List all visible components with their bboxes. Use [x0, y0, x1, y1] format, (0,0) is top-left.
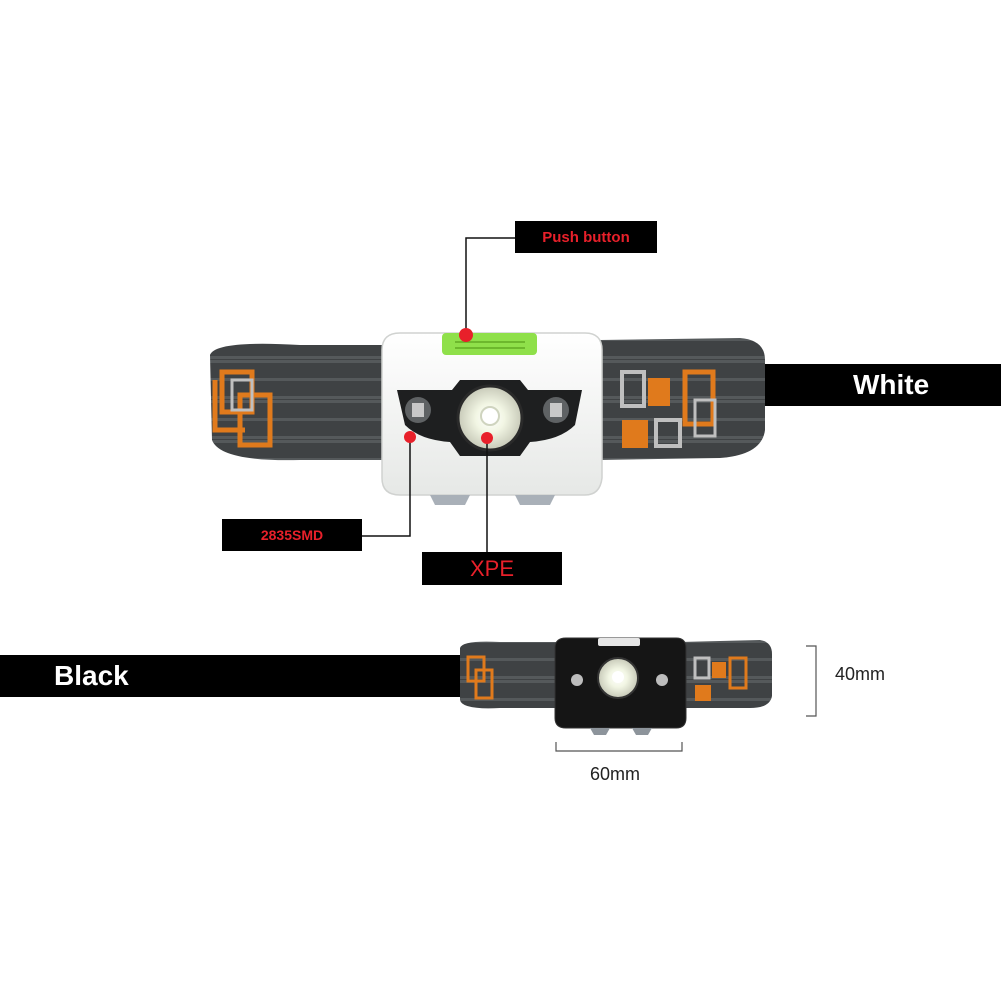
- callout-2835smd: 2835SMD: [222, 519, 362, 551]
- callout-dot-button: [459, 328, 473, 342]
- strap-left: [210, 343, 390, 461]
- callout-xpe: XPE: [422, 552, 562, 585]
- variant-white-label: White: [853, 369, 930, 400]
- push-button-green: [442, 333, 537, 355]
- dimension-height-bracket: [806, 645, 817, 717]
- dimension-height: 40mm: [835, 664, 886, 684]
- xpe-label: XPE: [469, 555, 515, 581]
- variant-black-label: Black: [54, 660, 129, 691]
- callout-push-button: Push button: [515, 221, 657, 253]
- banner-black: Black: [0, 655, 460, 697]
- smd-label: 2835SMD: [260, 527, 324, 543]
- banner-white: White: [765, 364, 1001, 406]
- strap-pattern-right: [620, 369, 717, 448]
- dimension-width-bracket: [555, 742, 683, 752]
- callout-dot-xpe: [481, 432, 493, 444]
- black-headlamp: [460, 637, 772, 735]
- dimension-width: 60mm: [590, 764, 641, 784]
- white-headlamp: [210, 332, 765, 505]
- push-button-label: Push button: [542, 228, 630, 246]
- callout-dot-smd: [404, 431, 416, 443]
